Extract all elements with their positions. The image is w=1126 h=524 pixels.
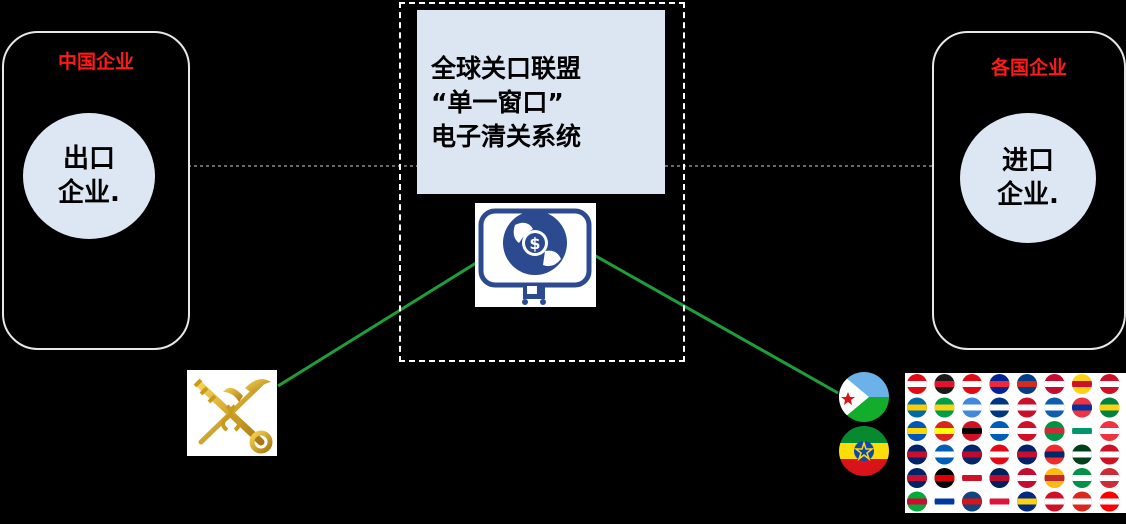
flag-icon	[1072, 374, 1092, 394]
flag-icon	[1099, 374, 1120, 394]
flag-icon	[989, 491, 1010, 512]
system-title-line1: 全球关口联盟	[431, 54, 582, 83]
globe-dollar-laptop-icon: $	[475, 203, 596, 307]
flag-icon	[989, 374, 1010, 394]
foreign-enterprise-title: 各国企业	[990, 57, 1067, 79]
flag-icon	[1099, 491, 1120, 512]
ethiopia-flag-icon	[839, 426, 889, 476]
flag-icon	[1072, 468, 1092, 488]
single-window-group	[399, 2, 685, 362]
flag-icon	[989, 468, 1010, 488]
green-link-flags	[577, 244, 839, 395]
flag-icon	[989, 397, 1010, 418]
system-title-line3: 电子清关系统	[431, 122, 582, 151]
flag-icon	[1017, 421, 1037, 441]
djibouti-flag-icon	[839, 372, 889, 422]
import-enterprise-line1: 进口	[1001, 146, 1054, 176]
flag-icon	[934, 397, 955, 418]
flag-icon	[1099, 421, 1120, 441]
flag-icon	[1044, 374, 1065, 394]
flag-icon	[1017, 491, 1037, 512]
flag-icon	[962, 491, 982, 512]
flag-icon	[1017, 374, 1037, 394]
flag-icon	[907, 491, 927, 512]
china-enterprise-title: 中国企业	[57, 51, 134, 73]
clearance-system-box: 全球关口联盟 “单一窗口” 电子清关系统	[417, 10, 665, 194]
world-flags-icon	[905, 373, 1126, 513]
flag-icon	[1099, 468, 1120, 488]
export-enterprise-line2: 企业.	[58, 178, 120, 208]
flag-icon	[907, 444, 927, 465]
flag-icon	[1072, 397, 1092, 418]
flag-grid	[907, 374, 1120, 512]
china-enterprise-panel: 中国企业 出口 企业.	[2, 31, 190, 350]
flag-icon	[962, 374, 982, 394]
flag-icon	[1099, 397, 1120, 418]
customs-key-caduceus-icon	[187, 370, 277, 456]
flag-icon	[934, 468, 955, 488]
flag-icon	[1044, 397, 1065, 418]
flag-icon	[962, 444, 982, 465]
flag-icon	[1072, 421, 1092, 441]
import-enterprise-line2: 企业.	[997, 180, 1059, 210]
flag-icon	[934, 444, 955, 465]
flag-icon	[962, 421, 982, 441]
flag-icon	[907, 397, 927, 418]
flag-icon	[962, 397, 982, 418]
export-enterprise-circle: 出口 企业.	[23, 113, 155, 239]
flag-icon	[1072, 491, 1092, 512]
foreign-enterprise-panel: 各国企业 进口 企业.	[932, 31, 1126, 350]
svg-text:$: $	[529, 234, 540, 253]
flag-icon	[1044, 421, 1065, 441]
flag-icon	[1044, 468, 1065, 488]
flag-icon	[1017, 444, 1037, 465]
import-enterprise-circle: 进口 企业.	[960, 113, 1096, 243]
flag-icon	[1017, 468, 1037, 488]
flag-icon	[962, 468, 982, 488]
flag-icon	[1044, 491, 1065, 512]
flag-icon	[907, 374, 927, 394]
flag-icon	[989, 421, 1010, 441]
flag-icon	[907, 468, 927, 488]
system-title-line2: “单一窗口”	[431, 88, 564, 117]
flag-icon	[934, 374, 955, 394]
flag-icon	[1044, 444, 1065, 465]
flag-icon	[1099, 444, 1120, 465]
flag-icon	[934, 491, 955, 512]
export-enterprise-line1: 出口	[62, 144, 115, 174]
flag-icon	[907, 421, 927, 441]
green-link-customs	[277, 243, 506, 388]
flag-icon	[1072, 444, 1092, 465]
flag-icon	[934, 421, 955, 441]
flag-icon	[989, 444, 1010, 465]
flag-icon	[1017, 397, 1037, 418]
